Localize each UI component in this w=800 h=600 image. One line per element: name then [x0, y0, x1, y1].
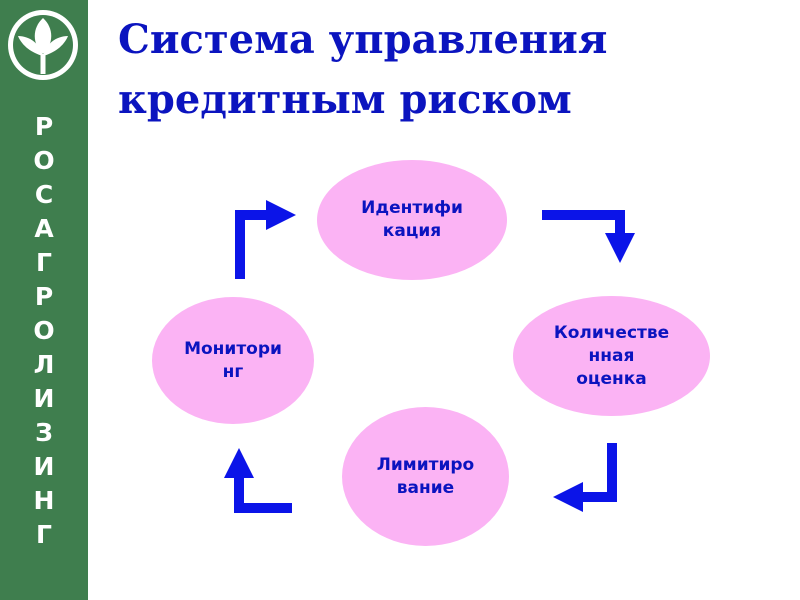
page-title-line-2: кредитным риском [118, 76, 572, 123]
brand-letter: Г [36, 520, 52, 549]
node-quantitative-assessment: Количестве нная оценка [513, 296, 710, 416]
brand-sidebar: Р О С А Г Р О Л И З И Н Г [0, 0, 88, 600]
node-monitoring-label: Монитори нг [184, 338, 282, 382]
elbow-arrow-icon [553, 443, 617, 512]
elbow-arrow-icon [235, 200, 296, 279]
brand-letter: С [34, 180, 54, 209]
node-limiting-label: Лимитиро вание [376, 454, 475, 498]
node-limiting: Лимитиро вание [342, 407, 509, 546]
brand-letter: Н [33, 486, 55, 515]
brand-letter: Л [33, 350, 55, 379]
node-identification: Идентифи кация [317, 160, 507, 280]
brand-letter: Р [34, 112, 54, 141]
leaf-logo-icon [8, 10, 78, 80]
elbow-arrow-icon [224, 448, 292, 513]
brand-letter: Р [34, 282, 54, 311]
brand-letter: З [35, 418, 53, 447]
page-title-line-1: Система управления [118, 16, 608, 63]
node-quantitative-assessment-label: Количестве нная оценка [553, 322, 670, 389]
brand-letter: И [33, 384, 55, 413]
brand-letter: Г [36, 248, 52, 277]
brand-letter: А [34, 214, 54, 243]
brand-letter: И [33, 452, 55, 481]
node-identification-label: Идентифи кация [361, 198, 463, 241]
node-monitoring: Монитори нг [152, 297, 314, 424]
elbow-arrow-icon [542, 210, 635, 263]
brand-letter: О [33, 316, 55, 345]
brand-letter: О [33, 146, 55, 175]
